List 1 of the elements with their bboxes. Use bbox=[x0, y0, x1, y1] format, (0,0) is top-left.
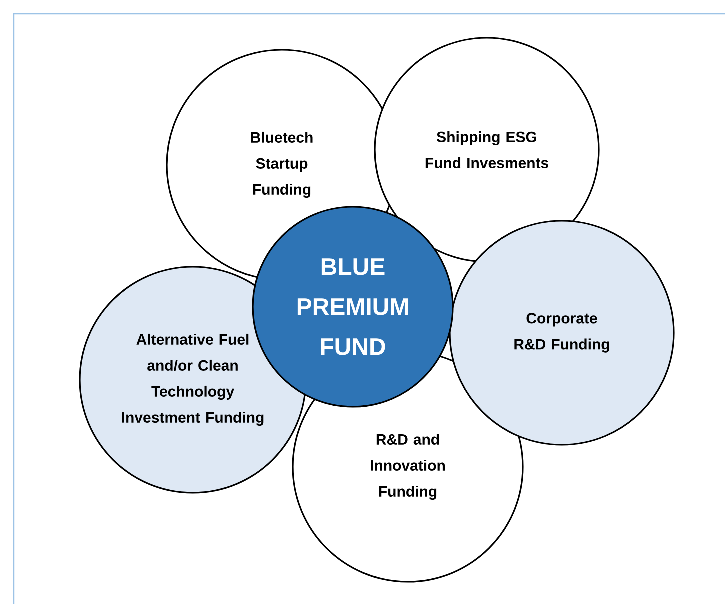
circle-segment: Corporate R&D Funding bbox=[449, 220, 675, 446]
